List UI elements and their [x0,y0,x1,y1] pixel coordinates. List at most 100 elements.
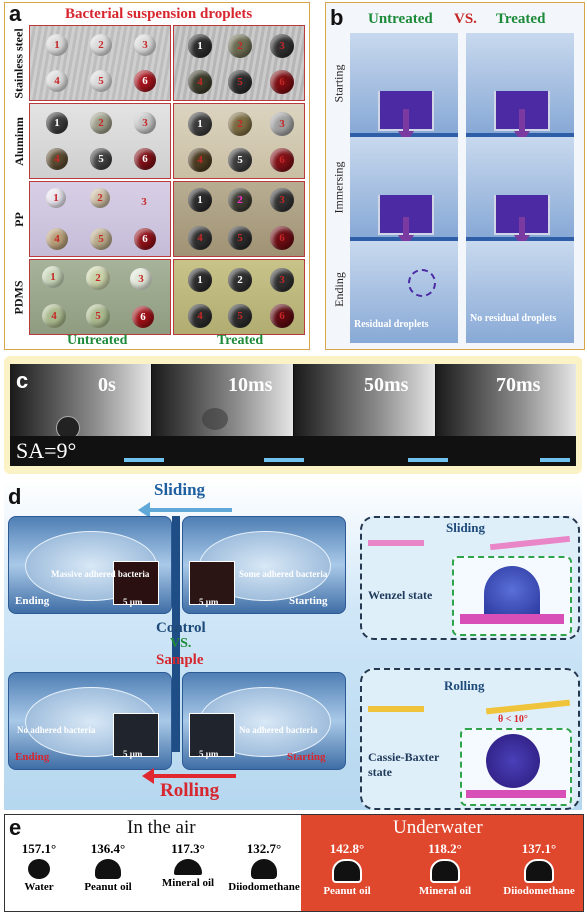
sem-image [189,561,235,605]
sliding-angle: SA=9° [16,438,77,463]
droplet: 3 [270,188,294,212]
sem-image [113,561,159,605]
droplet: 3 [130,268,152,290]
droplet: 4 [46,148,68,170]
droplet: 2 [228,188,252,212]
droplet: 6 [134,148,156,170]
droplet: 1 [188,112,212,136]
panel-e-label: e [9,815,22,840]
sample-dish-ending: No adhered bacteria 5 µm Ending [8,672,172,770]
droplet: 2 [86,266,110,290]
droplet: 5 [90,148,112,170]
rough-surface [466,790,566,798]
droplet: 3 [134,34,156,56]
control-label: Control [156,620,206,636]
droplet: 3 [134,112,156,134]
air-water: 157.1° Water [11,841,67,893]
droplet: 3 [270,268,294,292]
droplet: 1 [46,112,68,134]
material-row-stainless-steel: Stainless steel 1 2 3 4 5 6 1 2 3 4 5 6 [9,25,305,101]
scale-bar: 5 µm [123,597,143,607]
scale-bar: 5 µm [199,749,219,759]
droplet: 2 [90,188,110,208]
vs-header: VS. [454,11,477,27]
treated-swatch: 1 2 3 4 5 6 [173,259,305,335]
droplet-sliding-sequence: c 0s 10ms 50ms 70ms SA=9° [10,364,576,466]
droplet: 1 [46,34,68,56]
droplet: 6 [270,148,294,172]
liquid-name: Mineral oil [418,885,472,897]
stage-ending: Ending [331,271,346,307]
surface-strip [489,535,571,551]
untreated-swatch: 1 2 3 4 5 6 [29,103,171,179]
droplet: 6 [270,304,294,328]
underwater-title: Underwater [393,817,483,838]
droplet-with-bacteria [484,566,540,614]
droplet: 2 [228,34,252,58]
droplet: 4 [42,304,66,328]
underwater-diiodomethane: 137.1° Diiodomethane [497,841,581,897]
material-row-aluminum: Aluminm 1 2 3 4 5 6 1 2 3 4 5 6 [9,103,305,179]
droplet: 4 [46,228,68,250]
no-bacteria-caption: No adhered bacteria [239,725,318,735]
material-label: Aluminm [11,116,26,166]
droplet: 5 [228,304,252,328]
droplet: 3 [141,196,147,208]
material-row-pdms: PDMS 1 2 3 4 5 6 1 2 3 4 5 6 [9,259,305,335]
scale-bar: 5 µm [123,749,143,759]
droplet: 1 [188,188,212,212]
droplet-icon [174,859,202,875]
panel-b-label: b [330,5,344,30]
air-mineral-oil: 117.3° Mineral oil [149,841,227,889]
droplet: 3 [270,112,294,136]
cassie-inset [460,728,572,806]
ending-label: Ending [15,751,50,763]
wenzel-inset [452,556,572,636]
vs-label: VS. [170,636,192,651]
untreated-swatch: 1 2 3 4 5 6 [29,25,171,101]
droplet: 1 [188,268,212,292]
untreated-label: Untreated [67,333,128,348]
surface-strip [368,706,424,712]
droplet: 4 [188,148,212,172]
material-label: PDMS [11,280,26,314]
air-diiodomethane: 132.7° Diiodomethane [227,841,301,893]
droplet: 1 [188,34,212,58]
wenzel-diagram: Sliding Wenzel state [360,516,580,640]
droplet: 1 [46,188,66,208]
droplet: 6 [134,228,156,250]
frame-ending [350,241,458,343]
liquid-name: Peanut oil [323,885,371,897]
sliding-title: Sliding [154,480,206,499]
droplet-with-bacteria [486,734,540,788]
panel-a-title: Bacterial suspension droplets [65,6,253,22]
droplet: 5 [90,70,112,92]
rolling-title: Rolling [160,780,220,801]
wenzel-sliding-label: Sliding [446,520,486,535]
treated-header: Treated [496,11,546,27]
panel-c-label: c [16,368,29,393]
stage-immersing: Immersing [331,161,346,213]
liquid-name: Mineral oil [161,877,215,889]
control-dish-starting: Some adhered bacteria 5 µm Starting [182,516,346,614]
panel-d: d Sliding Massive adhered bacteria 5 µm … [4,480,582,810]
contact-angle: 137.1° [521,841,557,856]
starting-label: Starting [289,595,328,607]
treated-label: Treated [217,333,264,348]
underwater-peanut-oil: 142.8° Peanut oil [307,841,387,897]
treated-sequence: No residual droplets [466,33,574,343]
treated-swatch: 1 2 3 4 5 6 [173,103,305,179]
no-residual-droplets-note: No residual droplets [470,313,557,324]
contact-angle: 117.3° [171,841,205,856]
sem-image [189,713,235,757]
cassie-state-label: Cassie-Baxter state [368,750,440,779]
time-10ms: 10ms [228,374,273,396]
some-bacteria-caption: Some adhered bacteria [239,569,328,579]
time-0s: 0s [98,374,116,396]
droplet: 6 [134,70,156,92]
untreated-swatch: 1 2 3 4 5 6 [29,259,171,335]
frame-ending [466,241,574,343]
rolling-arrow-icon [142,768,236,784]
panel-a-label: a [9,1,22,26]
massive-bacteria-caption: Massive adhered bacteria [51,569,150,579]
